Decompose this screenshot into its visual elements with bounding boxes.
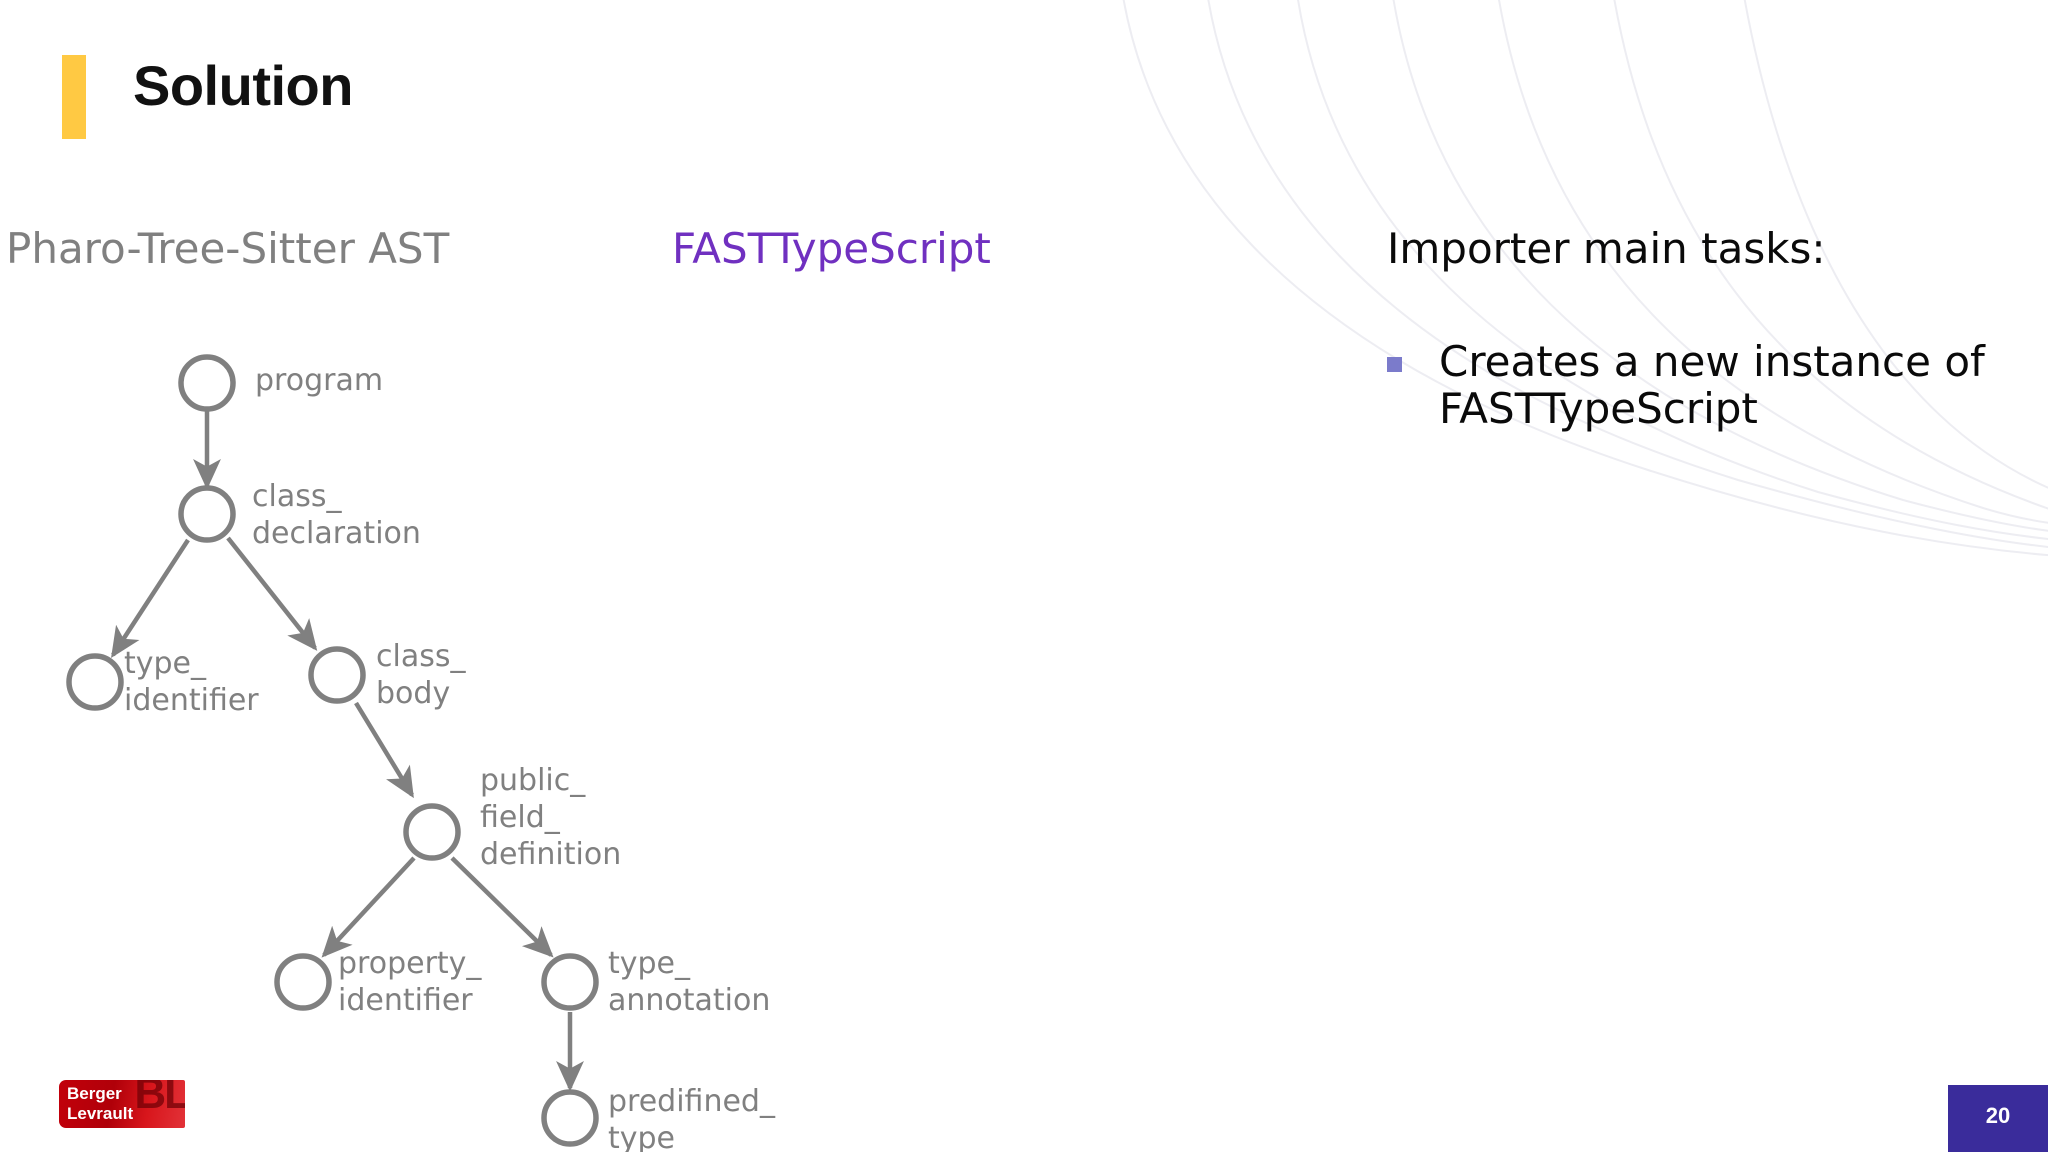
- node-label-property-identifier-line2: identifier: [338, 983, 473, 1018]
- node-label-class-body-line2: body: [376, 676, 451, 711]
- node-label-predifined-type-line1: predifined_: [608, 1084, 775, 1119]
- node-circle-property-identifier: [274, 953, 332, 1011]
- right-panel: Importer main tasks: Creates a new insta…: [1387, 225, 2007, 432]
- node-circle-type-annotation: [541, 953, 599, 1011]
- node-label-class-body-line1: class_: [376, 639, 466, 674]
- left-column-heading: Pharo-Tree-Sitter AST: [6, 224, 450, 273]
- node-circle-type-identifier: [66, 653, 124, 711]
- node-label-type-identifier-line1: type_: [124, 646, 207, 681]
- page-number: 20: [1985, 1103, 2011, 1128]
- right-panel-bullet-list: Creates a new instance of FASTTypeScript: [1387, 338, 2007, 432]
- node-label-predifined-type-line2: type: [608, 1121, 676, 1152]
- node-circle-class-declaration: [178, 485, 236, 543]
- edge-class-body-to-public-field-definition: [354, 701, 414, 799]
- list-item: Creates a new instance of FASTTypeScript: [1387, 338, 2007, 432]
- middle-column-heading: FASTTypeScript: [672, 224, 991, 273]
- node-label-type-annotation: type_annotation: [608, 945, 770, 1019]
- title-accent-bar: [62, 55, 86, 139]
- node-circle-predifined-type: [541, 1089, 599, 1147]
- page-title: Solution: [133, 54, 353, 117]
- node-label-type-annotation-line1: type_: [608, 946, 691, 981]
- node-label-public-field-definition: public_field_definition: [480, 762, 621, 873]
- node-label-program: program: [255, 363, 384, 398]
- node-label-type-identifier: type_identifier: [124, 645, 259, 719]
- node-label-property-identifier: property_identifier: [338, 945, 481, 1019]
- node-circle-public-field-definition: [403, 803, 461, 861]
- logo-wordmark-line2: Levrault: [67, 1104, 134, 1123]
- edge-class-declaration-to-class-body: [226, 536, 318, 651]
- edge-class-declaration-to-type-identifier: [111, 538, 190, 659]
- node-label-type-annotation-line2: annotation: [608, 983, 771, 1018]
- node-label-type-identifier-line2: identifier: [124, 683, 259, 718]
- logo-bl-monogram: BL: [134, 1080, 185, 1118]
- node-label-class-declaration-line2: declaration: [252, 516, 421, 551]
- square-bullet-icon: [1387, 357, 1402, 373]
- node-label-property-identifier-line1: property_: [338, 946, 482, 981]
- node-label-class-declaration: class_declaration: [252, 478, 421, 552]
- right-panel-heading: Importer main tasks:: [1387, 224, 1826, 273]
- node-circle-class-body: [308, 646, 366, 704]
- node-circle-program: [178, 354, 236, 412]
- node-label-pfd-line1: public_: [480, 763, 586, 798]
- page-number-badge: 20: [1948, 1085, 2048, 1152]
- node-label-pfd-line2: field_: [480, 800, 560, 835]
- node-label-predifined-type: predifined_type: [608, 1083, 775, 1152]
- list-item-text: Creates a new instance of FASTTypeScript: [1439, 337, 1985, 434]
- node-label-class-declaration-line1: class_: [252, 479, 342, 514]
- node-label-class-body: class_body: [376, 638, 465, 712]
- logo-wordmark-line1: Berger: [67, 1084, 122, 1103]
- edge-pfd-to-property-identifier: [321, 856, 416, 958]
- node-label-pfd-line3: definition: [480, 837, 622, 872]
